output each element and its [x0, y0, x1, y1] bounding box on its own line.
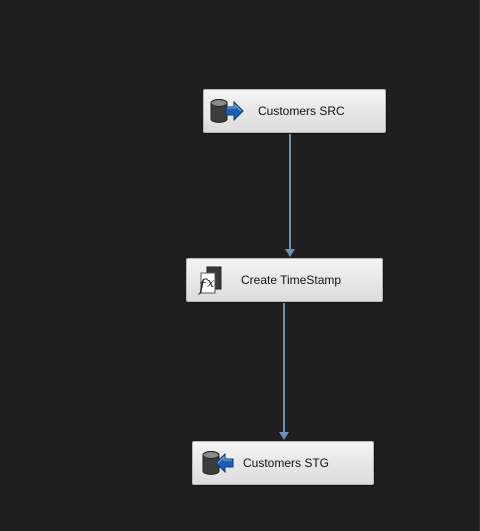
task-customers-stg[interactable]: Customers STG [192, 441, 374, 485]
ole-db-destination-icon [197, 448, 235, 478]
task-create-timestamp[interactable]: f x Create TimeStamp [186, 258, 383, 302]
task-label: Customers STG [243, 456, 330, 470]
path-timestamp-to-stg[interactable] [279, 303, 289, 440]
task-customers-src[interactable]: Customers SRC [203, 89, 386, 133]
derived-column-icon: f x [191, 265, 229, 295]
svg-text:f: f [197, 276, 208, 295]
task-label: Customers SRC [258, 104, 345, 118]
arrow-head [279, 432, 289, 440]
task-label: Create TimeStamp [241, 273, 342, 287]
svg-text:x: x [207, 276, 215, 291]
path-src-to-timestamp[interactable] [285, 134, 295, 257]
arrow-head [285, 249, 295, 257]
ole-db-source-icon [208, 96, 246, 126]
